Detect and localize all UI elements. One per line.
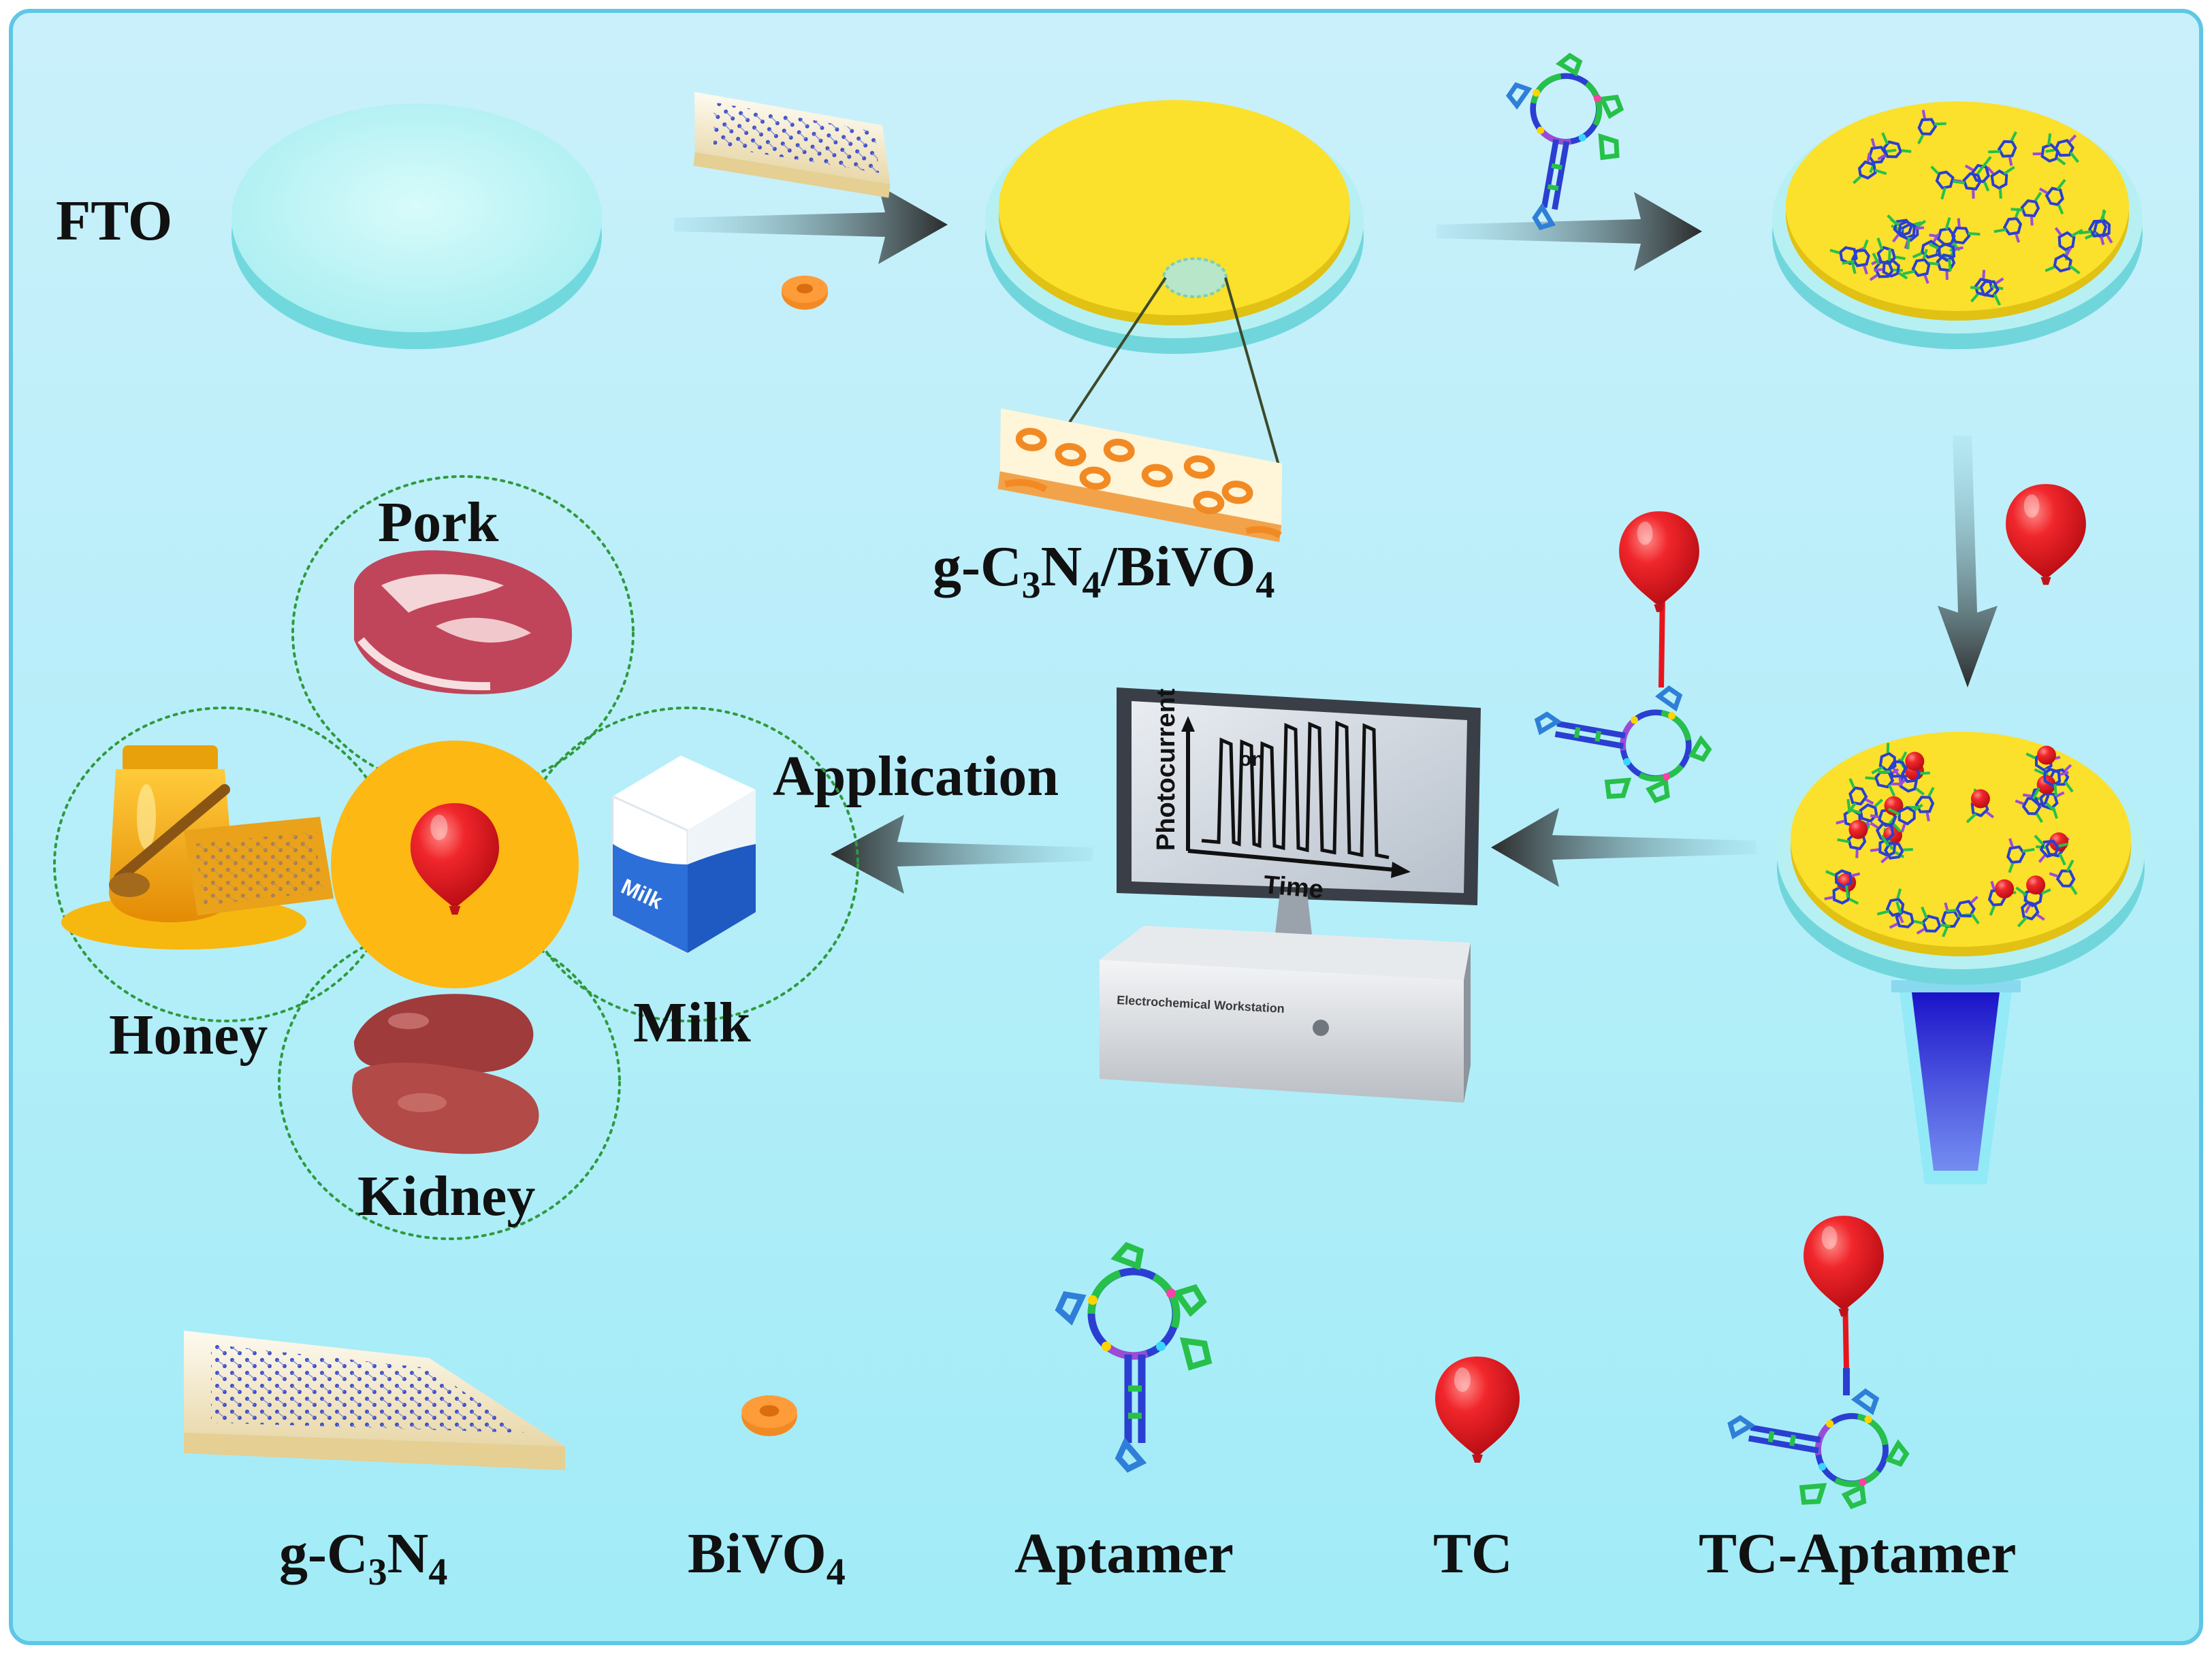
zoom-line-left	[1059, 276, 1167, 437]
bivo4-particle-icon	[782, 276, 828, 310]
arrow-step1	[674, 185, 948, 264]
gcn-sheet-icon	[693, 92, 891, 198]
tc-disk-icon	[1777, 732, 2145, 985]
diagram-frame	[9, 9, 2203, 1645]
aptamer-disk-icon	[1772, 101, 2143, 349]
sample-label-kidney: Kidney	[357, 1165, 535, 1228]
legend-label-tc-aptamer: TC-Aptamer	[1699, 1522, 2017, 1585]
coated-disk-icon	[985, 100, 1364, 354]
legend-tc-aptamer-icon	[1719, 1216, 1916, 1518]
legend-label-bivo4: BiVO4	[688, 1522, 846, 1593]
time-axis-label: Time	[1262, 871, 1324, 905]
arrow-step3	[1938, 436, 1998, 687]
photocurrent-trace	[1201, 720, 1390, 860]
surface-tc-balloon	[2036, 745, 2056, 765]
arrow-application	[831, 815, 1093, 894]
composite-slab-icon	[997, 408, 1283, 542]
surface-tc-balloon	[2026, 875, 2046, 895]
plot-x-axis	[1187, 849, 1396, 872]
application-label: Application	[773, 745, 1059, 808]
pork-icon	[354, 550, 573, 694]
arrow-step2	[1437, 192, 1702, 271]
sample-label-honey: Honey	[109, 1003, 268, 1067]
photocurrent-axis-label: Photocurrent	[1152, 688, 1181, 851]
photocurrent-plot: Photocurrent Time on	[1152, 688, 1411, 905]
arrow-step4	[1491, 808, 1757, 887]
on-label: on	[1239, 748, 1264, 771]
kidney-icon	[352, 994, 539, 1154]
surface-tc-balloon	[1970, 789, 1990, 809]
surface-tc-balloon	[2049, 832, 2068, 852]
milk-carton-icon: Milk	[611, 756, 756, 955]
surface-tc-balloon	[1995, 879, 2015, 898]
surface-tc-balloon	[2036, 775, 2056, 794]
legend-label-gcn: g-C3N4	[279, 1522, 447, 1593]
sample-label-milk: Milk	[633, 991, 751, 1054]
sample-label-pork: Pork	[378, 491, 499, 554]
zoom-line-right	[1224, 277, 1281, 470]
legend-label-aptamer: Aptamer	[1014, 1522, 1234, 1585]
composite-label: g-C3N4/BiVO4	[933, 535, 1275, 606]
light-beam-icon	[1891, 980, 2021, 1184]
surface-tc-balloon	[1905, 751, 1925, 771]
fto-disk-icon	[231, 103, 602, 349]
legend-gcn-sheet-icon	[184, 1331, 565, 1470]
tc-balloon-on-complex	[1619, 511, 1699, 688]
honeycomb-icon	[109, 784, 334, 915]
fto-label: FTO	[56, 189, 172, 253]
legend-bivo4-icon	[741, 1395, 797, 1436]
surface-tc-balloon	[1848, 820, 1868, 839]
legend-label-tc: TC	[1433, 1522, 1513, 1585]
